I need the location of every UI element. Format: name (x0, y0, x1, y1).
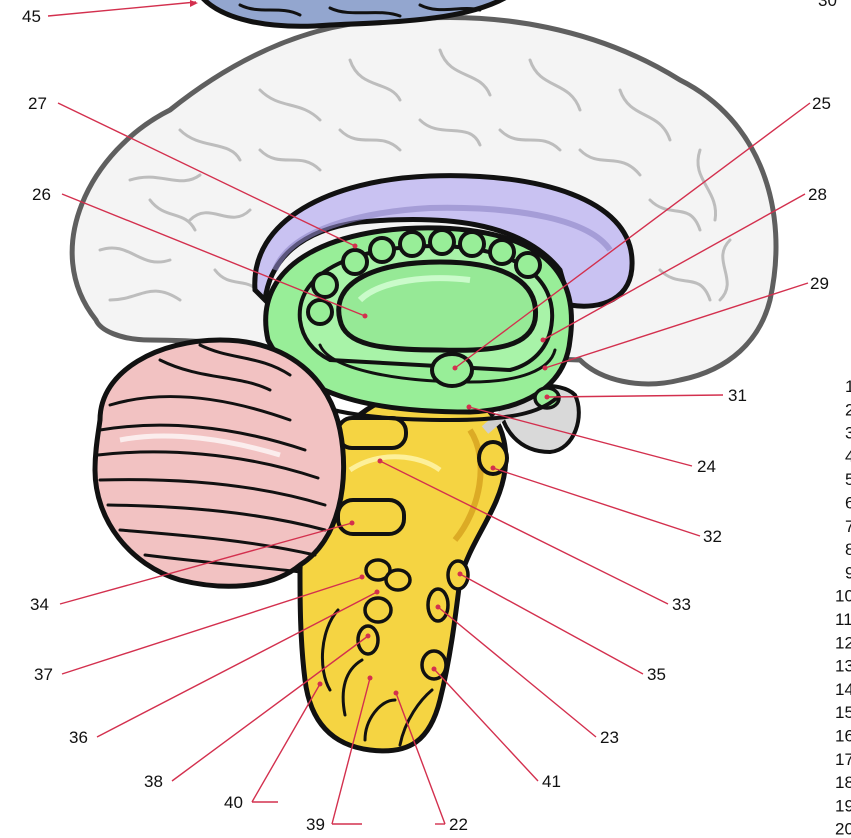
label-37: 37 (34, 665, 53, 684)
label-26: 26 (32, 185, 51, 204)
label-28: 28 (808, 185, 827, 204)
right-column-number: 8 (845, 540, 851, 559)
label-29: 29 (810, 274, 829, 293)
label-35: 35 (647, 665, 666, 684)
label-40: 40 (224, 793, 243, 812)
label-38: 38 (144, 772, 163, 791)
right-column-number: 9 (845, 563, 851, 582)
label-27: 27 (28, 94, 47, 113)
label-22: 22 (449, 815, 468, 834)
label-39: 39 (306, 815, 325, 834)
label-25: 25 (812, 94, 831, 113)
label-45: 45 (22, 7, 41, 26)
right-column-number: 18 (835, 773, 851, 792)
right-column-number: 7 (845, 517, 851, 536)
label-32: 32 (703, 527, 722, 546)
label-30: 30 (818, 0, 837, 10)
right-column-number: 11 (835, 610, 851, 629)
right-column-number: 4 (845, 447, 851, 466)
right-column-number: 17 (835, 750, 851, 769)
label-41: 41 (542, 772, 561, 791)
right-column-number: 14 (835, 680, 851, 699)
right-column-number: 19 (835, 796, 851, 815)
right-column-number: 16 (835, 727, 851, 746)
right-column-number: 1 (845, 377, 851, 396)
label-36: 36 (69, 728, 88, 747)
right-column-number: 12 (835, 633, 851, 652)
right-column-number: 20 (835, 820, 851, 838)
right-column-number: 10 (835, 587, 851, 606)
right-column-number: 15 (835, 703, 851, 722)
cerebellum (95, 340, 344, 586)
label-33: 33 (672, 595, 691, 614)
label-31: 31 (728, 386, 747, 405)
right-column-number: 5 (845, 470, 851, 489)
label-34: 34 (30, 595, 49, 614)
right-column-number: 2 (845, 400, 851, 419)
label-23: 23 (600, 728, 619, 747)
right-column-number: 6 (845, 494, 851, 513)
right-column-number: 3 (845, 424, 851, 443)
right-column-number: 13 (835, 657, 851, 676)
label-24: 24 (697, 457, 716, 476)
